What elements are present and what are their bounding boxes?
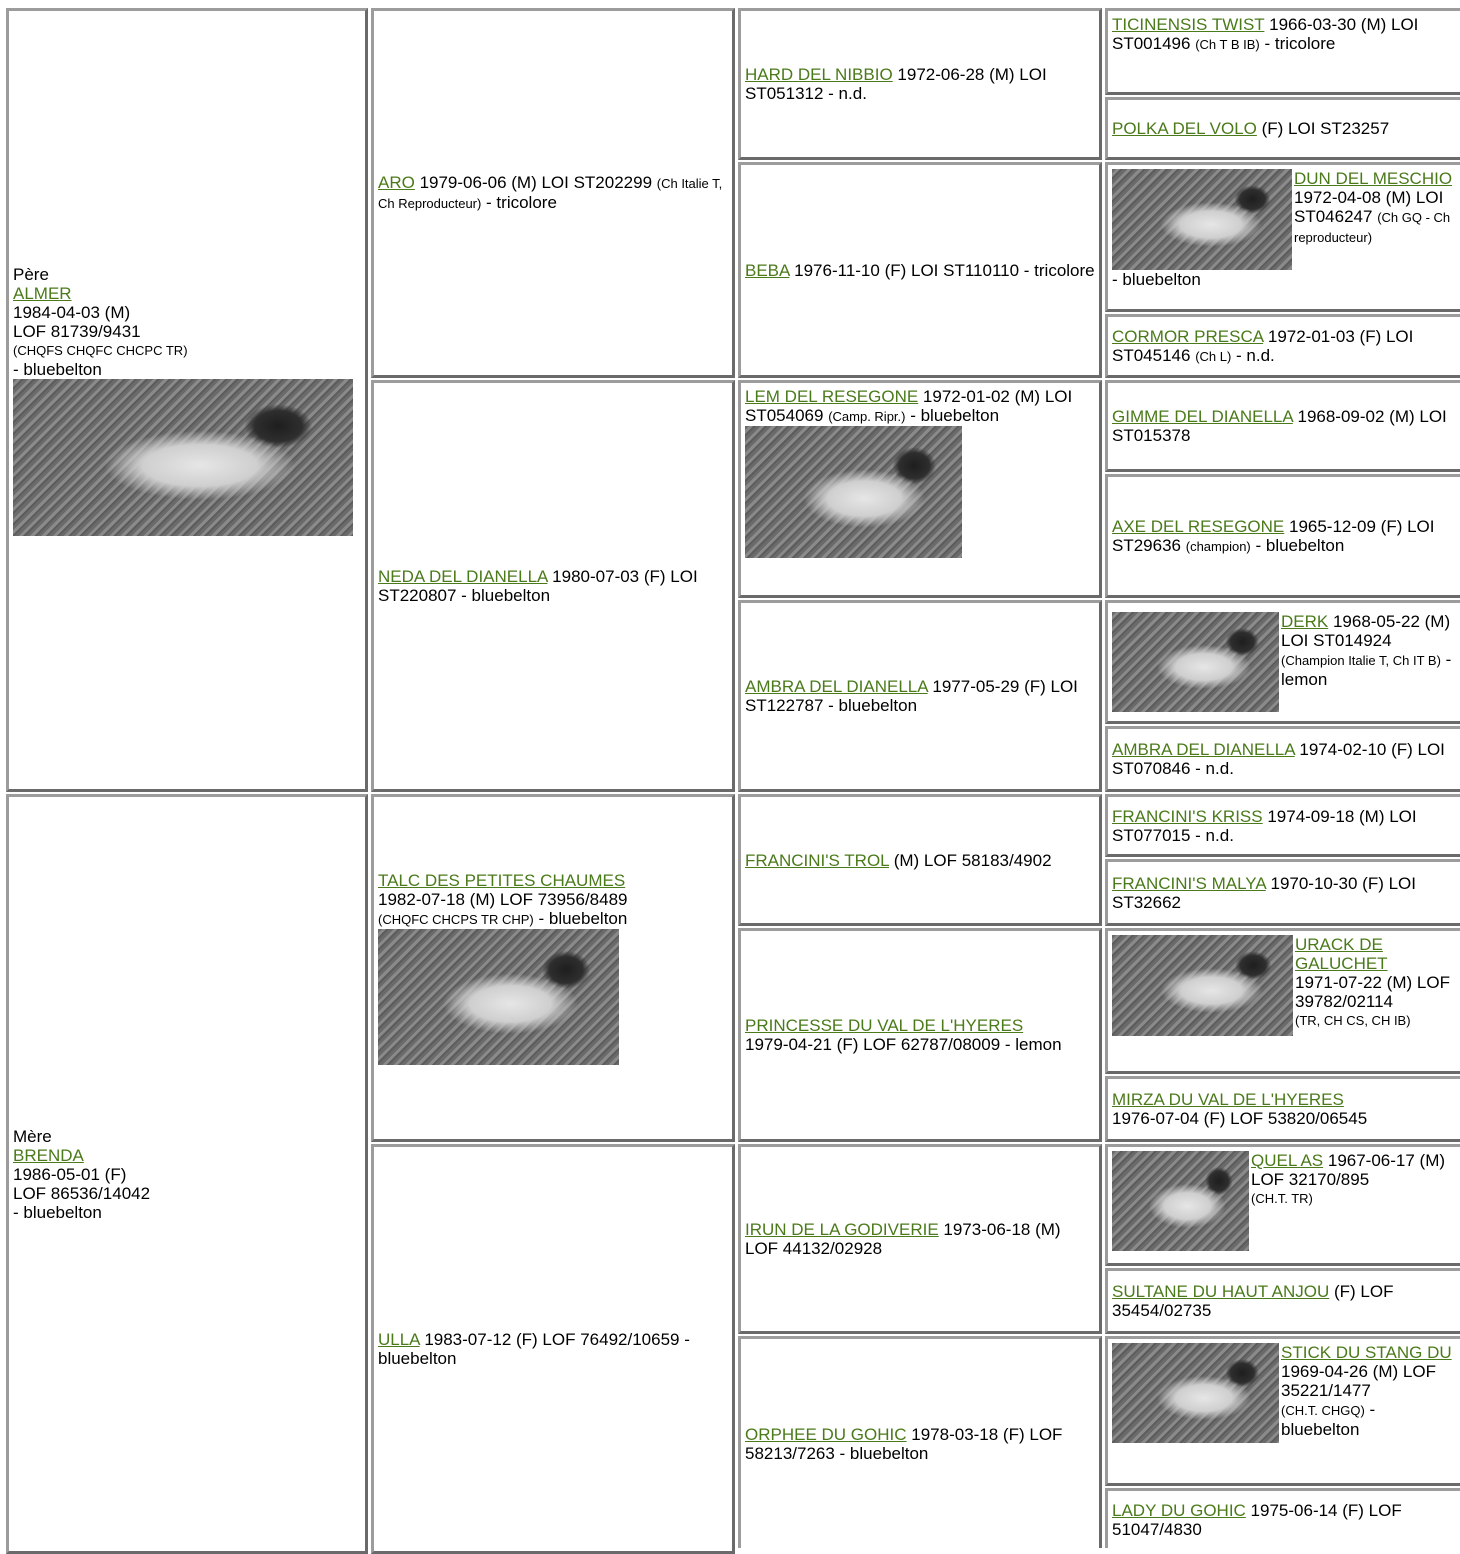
stick-photo[interactable]: [1112, 1343, 1279, 1443]
lem-cell: LEM DEL RESEGONE 1972-01-02 (M) LOI ST05…: [738, 380, 1102, 598]
beba-cell: BEBA 1976-11-10 (F) LOI ST110110 - trico…: [738, 162, 1102, 378]
urack-cell: URACK DE GALUCHET 1971-07-22 (M) LOF 397…: [1105, 928, 1460, 1074]
dam-born: 1986-05-01 (F): [13, 1164, 127, 1184]
kriss-link[interactable]: FRANCINI'S KRISS: [1112, 806, 1263, 826]
axe-cell: AXE DEL RESEGONE 1965-12-09 (F) LOI ST29…: [1105, 474, 1460, 598]
polka-cell: POLKA DEL VOLO (F) LOI ST23257: [1105, 97, 1460, 160]
ambra-1974-cell: AMBRA DEL DIANELLA 1974-02-10 (F) LOI ST…: [1105, 726, 1460, 792]
ambra-1974-link[interactable]: AMBRA DEL DIANELLA: [1112, 740, 1295, 759]
derk-photo[interactable]: [1112, 612, 1279, 712]
sire-photo[interactable]: [13, 378, 353, 536]
neda-link[interactable]: NEDA DEL DIANELLA: [378, 567, 548, 586]
derk-cell: DERK 1968-05-22 (M) LOI ST014924 (Champi…: [1105, 600, 1460, 724]
sire-cell: Père ALMER 1984-04-03 (M) LOF 81739/9431…: [6, 8, 368, 792]
malya-link[interactable]: FRANCINI'S MALYA: [1112, 873, 1266, 893]
malya-cell: FRANCINI'S MALYA 1970-10-30 (F) LOI ST32…: [1105, 859, 1460, 926]
sire-born: 1984-04-03 (M): [13, 302, 131, 322]
axe-link[interactable]: AXE DEL RESEGONE: [1112, 516, 1285, 536]
dam-color: - bluebelton: [13, 1202, 102, 1222]
sire-role: Père: [13, 264, 49, 284]
ticinensis-cell: TICINENSIS TWIST 1966-03-30 (M) LOI ST00…: [1105, 8, 1460, 95]
dun-photo[interactable]: [1112, 169, 1292, 270]
talc-link[interactable]: TALC DES PETITES CHAUMES: [378, 871, 626, 890]
sire-color: - bluebelton: [13, 359, 102, 379]
cormor-cell: CORMOR PRESCA 1972-01-03 (F) LOI ST04514…: [1105, 314, 1460, 378]
hard-link[interactable]: HARD DEL NIBBIO: [745, 65, 893, 84]
ulla-cell: ULLA 1983-07-12 (F) LOF 76492/10659 - bl…: [371, 1144, 735, 1554]
ambra-1977-cell: AMBRA DEL DIANELLA 1977-05-29 (F) LOI ST…: [738, 600, 1102, 792]
gimme-cell: GIMME DEL DIANELLA 1968-09-02 (M) LOI ST…: [1105, 380, 1460, 472]
orphee-cell: ORPHEE DU GOHIC 1978-03-18 (F) LOF 58213…: [738, 1336, 1102, 1548]
aro-cell: ARO 1979-06-06 (M) LOI ST202299 (Ch Ital…: [371, 8, 735, 378]
stick-link[interactable]: STICK DU STANG DU: [1281, 1343, 1452, 1362]
beba-link[interactable]: BEBA: [745, 260, 790, 280]
sire-reg: LOF 81739/9431: [13, 321, 141, 341]
dam-reg: LOF 86536/14042: [13, 1183, 151, 1203]
lady-link[interactable]: LADY DU GOHIC: [1112, 1500, 1246, 1520]
sultane-link[interactable]: SULTANE DU HAUT ANJOU: [1112, 1282, 1330, 1301]
quel-as-photo[interactable]: [1112, 1151, 1249, 1251]
derk-link[interactable]: DERK: [1281, 612, 1329, 631]
dam-role: Mère: [13, 1126, 52, 1146]
orphee-link[interactable]: ORPHEE DU GOHIC: [745, 1424, 907, 1444]
ulla-link[interactable]: ULLA: [378, 1330, 420, 1349]
stick-cell: STICK DU STANG DU 1969-04-26 (M) LOF 352…: [1105, 1336, 1460, 1486]
mirza-link[interactable]: MIRZA DU VAL DE L'HYERES: [1112, 1090, 1344, 1109]
trol-link[interactable]: FRANCINI'S TROL: [745, 850, 889, 870]
hard-cell: HARD DEL NIBBIO 1972-06-28 (M) LOI ST051…: [738, 8, 1102, 160]
trol-cell: FRANCINI'S TROL (M) LOF 58183/4902: [738, 794, 1102, 926]
kriss-cell: FRANCINI'S KRISS 1974-09-18 (M) LOI ST07…: [1105, 794, 1460, 857]
neda-cell: NEDA DEL DIANELLA 1980-07-03 (F) LOI ST2…: [371, 380, 735, 792]
ambra-1977-link[interactable]: AMBRA DEL DIANELLA: [745, 677, 928, 696]
urack-photo[interactable]: [1112, 935, 1293, 1036]
quel-as-link[interactable]: QUEL AS: [1251, 1151, 1324, 1170]
polka-link[interactable]: POLKA DEL VOLO: [1112, 119, 1257, 138]
sire-name-link[interactable]: ALMER: [13, 283, 72, 303]
dam-cell: Mère BRENDA 1986-05-01 (F) LOF 86536/140…: [6, 794, 368, 1554]
irun-link[interactable]: IRUN DE LA GODIVERIE: [745, 1220, 939, 1239]
ticinensis-link[interactable]: TICINENSIS TWIST: [1112, 15, 1265, 34]
lem-photo[interactable]: [745, 426, 962, 558]
sire-titles: (CHQFS CHQFC CHCPC TR): [13, 342, 188, 358]
sultane-cell: SULTANE DU HAUT ANJOU (F) LOF 35454/0273…: [1105, 1268, 1460, 1334]
dun-link[interactable]: DUN DEL MESCHIO: [1294, 169, 1453, 188]
lem-link[interactable]: LEM DEL RESEGONE: [745, 387, 919, 406]
dam-name-link[interactable]: BRENDA: [13, 1145, 84, 1165]
talc-cell: TALC DES PETITES CHAUMES 1982-07-18 (M) …: [371, 794, 735, 1142]
lady-cell: LADY DU GOHIC 1975-06-14 (F) LOF 51047/4…: [1105, 1488, 1460, 1548]
dun-cell: DUN DEL MESCHIO 1972-04-08 (M) LOI ST046…: [1105, 162, 1460, 312]
irun-cell: IRUN DE LA GODIVERIE 1973-06-18 (M) LOF …: [738, 1144, 1102, 1334]
princesse-link[interactable]: PRINCESSE DU VAL DE L'HYERES: [745, 1016, 1024, 1035]
aro-link[interactable]: ARO: [378, 173, 415, 192]
gimme-link[interactable]: GIMME DEL DIANELLA: [1112, 407, 1293, 426]
talc-photo[interactable]: [378, 929, 619, 1065]
quel-as-cell: QUEL AS 1967-06-17 (M) LOF 32170/895 (CH…: [1105, 1144, 1460, 1266]
urack-link[interactable]: URACK DE GALUCHET: [1295, 935, 1388, 973]
cormor-link[interactable]: CORMOR PRESCA: [1112, 326, 1264, 346]
